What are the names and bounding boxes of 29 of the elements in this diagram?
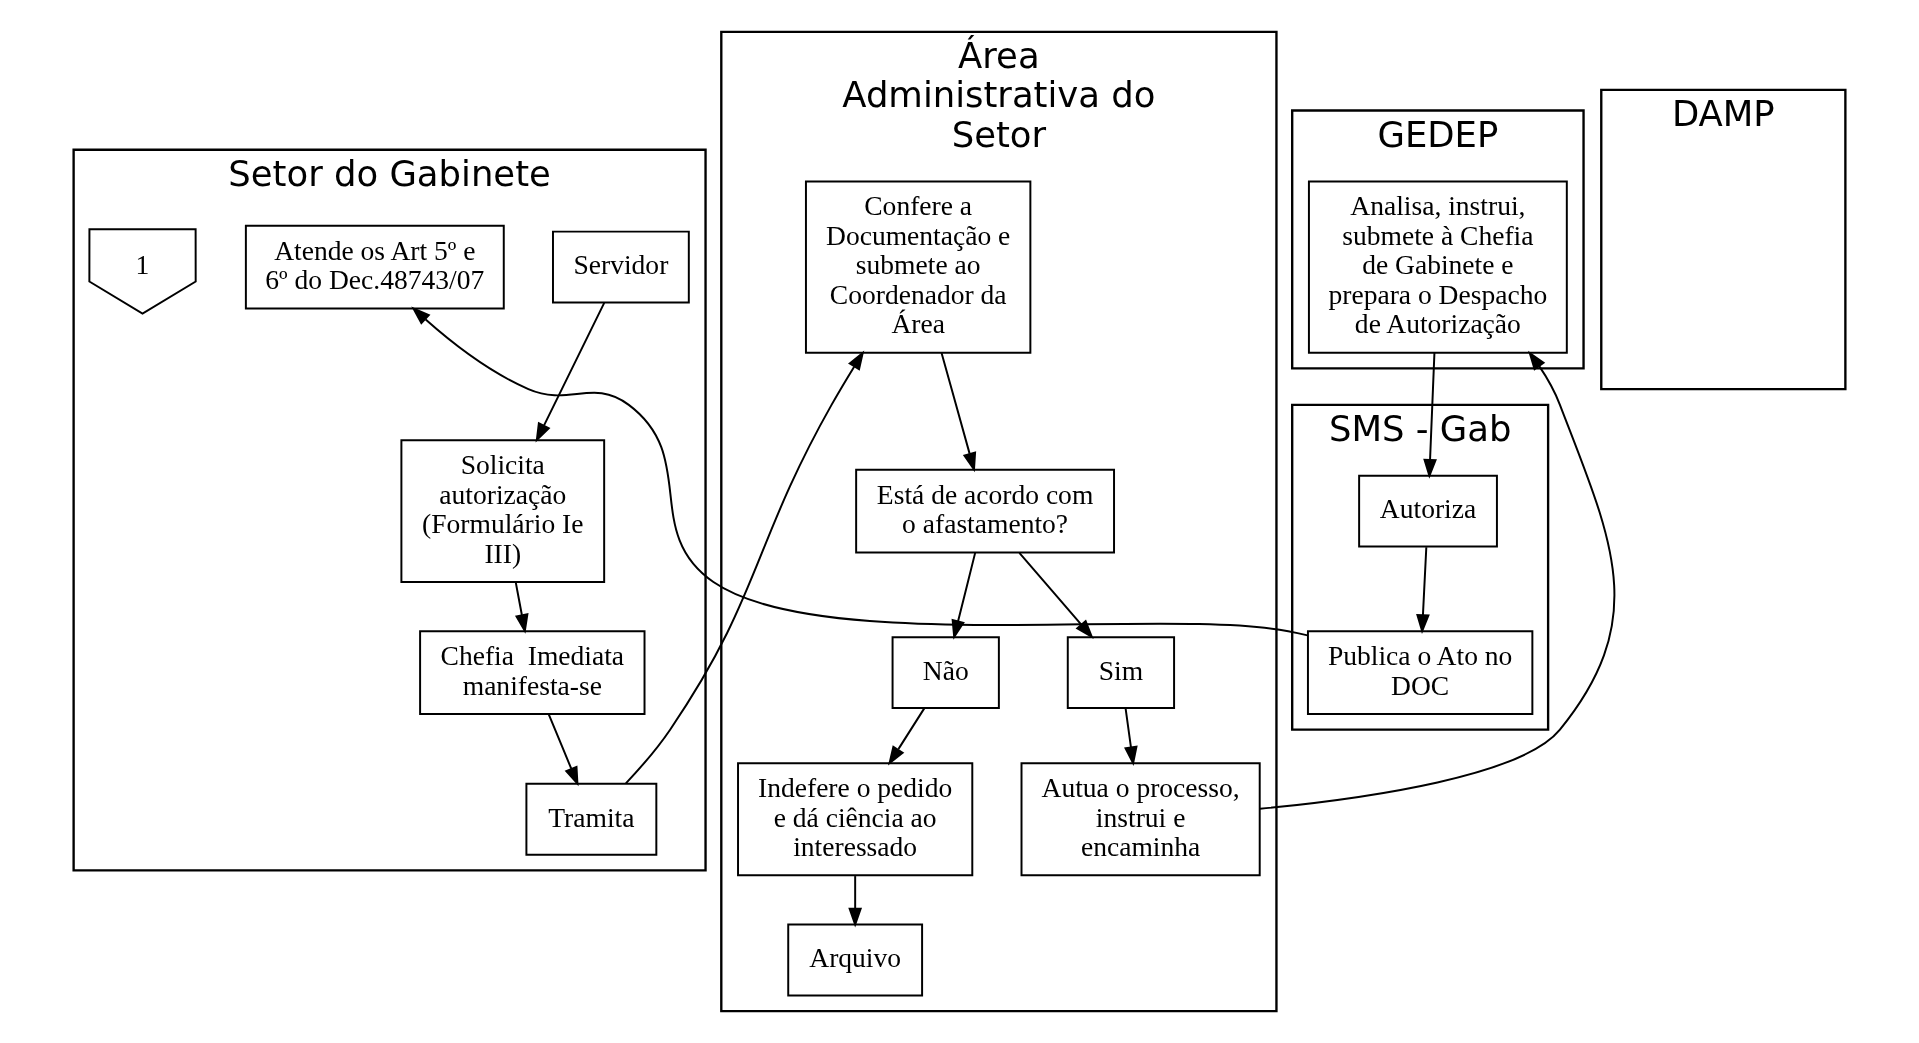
arrow [1259,350,1616,810]
arrow [514,581,529,634]
node-box: Está de acordo com o afastamento? [855,468,1116,554]
node-box: Indefere o pedido e dá ciência ao interessado [737,762,974,877]
arrow [940,352,977,473]
node-box: Tramita [525,782,658,856]
arrow [1124,707,1138,767]
node-box: Chefia Imediata manifesta-se [419,630,646,715]
node-box: Publica o Ato no DOC [1306,630,1534,715]
node-box: Analisa, instrui, submete à Chefia de Gabinete e prepara o Despacho de Autorização [1307,180,1568,354]
node-box: Autua o processo, instrui e encaminha [1020,762,1261,877]
arrow [1423,352,1437,479]
node-box: Sim [1066,636,1176,709]
node-box: DAMP [1600,88,1847,391]
node-box: Atende os Art 5º e 6º do Dec.48743/07 [244,224,505,310]
arrow [848,875,863,928]
arrow [624,350,865,785]
node-box: Solicita autorização (Formulário Ie III) [400,439,606,583]
node-box: Confere a Documentação e submete ao Coordenador da Área [804,180,1032,354]
node-box: Servidor [552,230,690,304]
node-box: Arquivo [787,923,924,997]
arrow [1416,546,1430,634]
arrow [535,301,606,443]
node-box: Autoriza [1358,474,1498,548]
node-box: Não [891,636,1000,709]
arrow [1018,551,1094,639]
arrow [547,713,579,787]
arrow [887,707,926,766]
arrow [411,306,1309,637]
